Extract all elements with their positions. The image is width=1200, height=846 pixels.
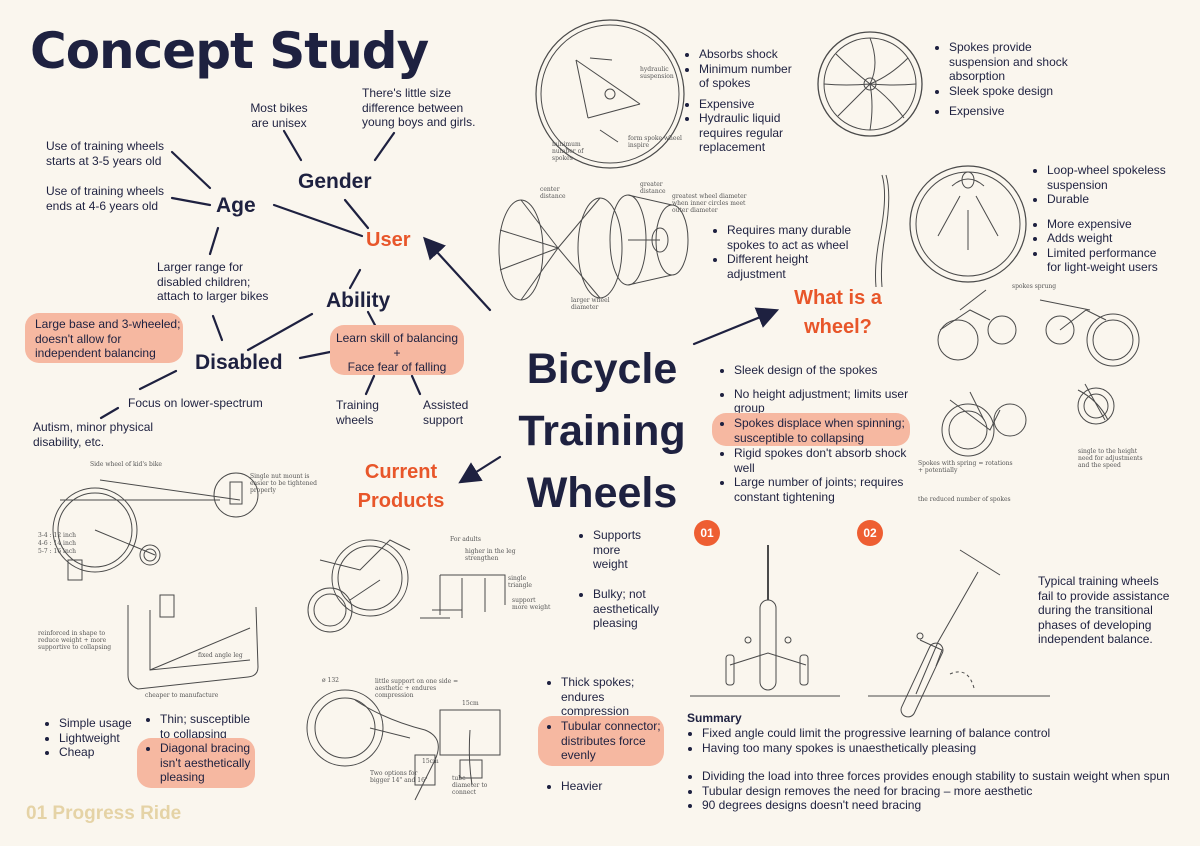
note-ability-skill: Learn skill of balancing+Face fear of fa… xyxy=(330,325,464,375)
node-disabled: Disabled xyxy=(195,351,283,374)
sketch-note: larger wheel diameter xyxy=(571,297,610,311)
sketch-note: reinforced in shape to reduce weight + m… xyxy=(38,630,112,651)
bullets-hydraulic: Absorbs shockMinimum number of spokes Ex… xyxy=(684,47,802,155)
bullets-sleek-cons: Rigid spokes don't absorb shock wellLarg… xyxy=(719,446,909,504)
sketch-note: single to the height need for adjustment… xyxy=(1078,448,1143,469)
sketch-note: fixed angle leg xyxy=(198,652,243,659)
bullets-durable-spokes: Requires many durable spokes to act as w… xyxy=(712,223,862,281)
sketch-note: 15cm xyxy=(422,758,439,765)
bullets-spoke: Spokes provide suspension and shock abso… xyxy=(934,40,1074,119)
footer-label: 01 Progress Ride xyxy=(26,803,182,824)
sketch-note: form spoke wheel inspire xyxy=(628,135,682,149)
sketch-note: single triangle xyxy=(508,575,532,589)
sketch-note: greatest wheel diameter when inner circl… xyxy=(672,193,747,214)
sketch-note: tube diameter to connect xyxy=(452,775,488,796)
bullets-sleek: Sleek design of the spokesNo height adju… xyxy=(719,363,909,416)
bullets-loop-wheel: Loop-wheel spokeless suspensionDurable M… xyxy=(1032,163,1172,275)
node-ability: Ability xyxy=(326,289,391,312)
sketch-note: spokes sprung xyxy=(1012,283,1057,290)
bullets-thin: Thin; susceptible to collapsing xyxy=(145,712,255,741)
bullets-thick-spokes: Thick spokes; endures compression xyxy=(546,675,646,719)
sketch-note: the reduced number of spokes xyxy=(918,496,1011,503)
sketch-note: Spokes with spring = rotations + potenti… xyxy=(918,460,1013,474)
bullets-simple-usage: Simple usageLightweightCheap xyxy=(44,716,144,760)
sketch-note: little support on one side = aesthetic +… xyxy=(375,678,459,699)
sketch-note: Single nut mount is easier to be tighten… xyxy=(250,473,317,494)
sketch-note: center distance xyxy=(540,186,566,200)
page-title: Concept Study xyxy=(30,22,429,80)
bullets-supports-weight: Supports more weight xyxy=(578,528,658,572)
sketch-note: Side wheel of kid's bike xyxy=(90,461,162,468)
sketch-note: higher in the leg strengthen xyxy=(465,548,516,562)
node-user: User xyxy=(366,229,411,251)
summary-group-1: Fixed angle could limit the progressive … xyxy=(687,726,1187,755)
badge-01: 01 xyxy=(694,520,720,546)
note-focus-lower: Focus on lower-spectrum xyxy=(128,396,263,410)
sketch-note: 15cm xyxy=(462,700,479,707)
badge-02: 02 xyxy=(857,520,883,546)
bullets-heavier: Heavier xyxy=(546,779,646,794)
summary-heading: Summary xyxy=(687,711,742,725)
note-disabled-base: Large base and 3-wheeled;doesn't allow f… xyxy=(25,313,183,363)
sketch-note: support more weight xyxy=(512,597,551,611)
highlight-spokes-displace: Spokes displace when spinning; susceptib… xyxy=(712,413,910,446)
sketch-note: greater distance xyxy=(640,181,666,195)
sketch-note: ø 132 xyxy=(322,677,339,684)
sketch-note: For adults xyxy=(450,536,481,543)
sketch-note: Two options for bigger 14" and 16" xyxy=(370,770,428,784)
highlight-tubular-connector: Tubular connector; distributes force eve… xyxy=(538,716,664,766)
bullets-bulky: Bulky; not aesthetically pleasing xyxy=(578,587,668,631)
highlight-diagonal-bracing: Diagonal bracing isn't aesthetically ple… xyxy=(137,738,255,788)
sketch-note: cheaper to manufacture xyxy=(145,692,219,699)
sketch-note: minimum number of spokes xyxy=(552,141,584,162)
node-age: Age xyxy=(216,194,256,217)
summary-group-2: Dividing the load into three forces prov… xyxy=(687,769,1187,813)
node-gender: Gender xyxy=(298,170,372,193)
